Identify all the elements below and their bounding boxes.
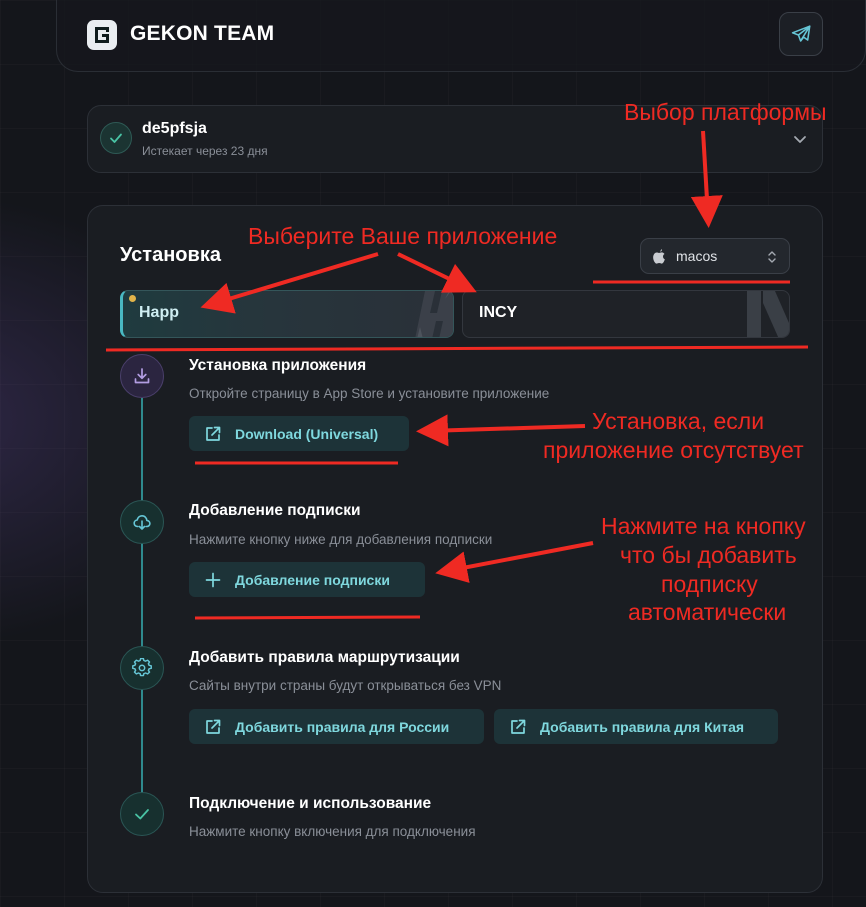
step-1-desc: Откройте страницу в App Store и установи… xyxy=(189,386,550,401)
step-1-icon xyxy=(120,354,164,398)
app-tab-happ[interactable]: Happ xyxy=(120,290,454,338)
add-subscription-button[interactable]: Добавление подписки xyxy=(189,562,425,597)
annotation-install-line2: приложение отсутствует xyxy=(543,437,804,463)
incy-logo-icon xyxy=(747,291,789,337)
check-icon xyxy=(135,809,149,820)
app-tab-label: Happ xyxy=(139,304,179,321)
add-rules-china-button[interactable]: Добавить правила для Китая xyxy=(494,709,778,744)
annotation-choose-app: Выберите Ваше приложение xyxy=(248,223,558,249)
apple-icon xyxy=(653,249,665,264)
annotation-sub-line2: что бы добавить xyxy=(620,542,797,568)
annotation-install-line1: Установка, если xyxy=(592,408,765,434)
subscription-card[interactable] xyxy=(87,105,823,173)
brand-logo xyxy=(87,20,117,50)
chevron-down-icon[interactable] xyxy=(792,131,808,147)
steps-timeline xyxy=(141,398,143,796)
platform-value: macos xyxy=(676,248,718,264)
add-rules-russia-button[interactable]: Добавить правила для России xyxy=(189,709,484,744)
download-icon xyxy=(134,368,150,384)
external-link-icon xyxy=(206,426,221,441)
subscription-status xyxy=(100,122,132,154)
step-1-title: Установка приложения xyxy=(189,357,367,374)
chevron-updown-icon xyxy=(768,251,776,263)
gear-icon xyxy=(132,658,152,677)
step-4-desc: Нажмите кнопку включения для подключения xyxy=(189,824,476,839)
cloud-download-icon xyxy=(133,515,151,530)
annotation-sub-line4: автоматически xyxy=(628,599,787,625)
telegram-button[interactable] xyxy=(779,12,823,56)
annotation-sub-line1: Нажмите на кнопку xyxy=(601,513,806,539)
annotation-platform: Выбор платформы xyxy=(624,99,827,125)
step-3-desc: Сайты внутри страны будут открываться бе… xyxy=(189,678,502,693)
button-label: Добавление подписки xyxy=(235,571,390,588)
brand-name: GEKON TEAM xyxy=(130,22,275,45)
subscription-name: de5pfsja xyxy=(142,120,207,137)
install-title: Установка xyxy=(120,244,221,266)
step-4-title: Подключение и использование xyxy=(189,795,432,812)
annotation-sub-line3: подписку xyxy=(661,571,758,597)
button-label: Download (Universal) xyxy=(235,425,379,442)
external-link-icon xyxy=(206,719,221,734)
plus-icon xyxy=(205,572,221,587)
external-link-icon xyxy=(511,719,526,734)
app-tab-incy[interactable]: INCY xyxy=(462,290,790,338)
step-3-icon xyxy=(120,646,164,690)
selected-dot xyxy=(129,295,136,302)
platform-select[interactable]: macos xyxy=(640,238,790,274)
step-3-title: Добавить правила маршрутизации xyxy=(189,649,460,666)
header-bar xyxy=(56,0,866,72)
step-2-icon xyxy=(120,500,164,544)
app-tab-label: INCY xyxy=(479,304,518,321)
subscription-expiry: Истекает через 23 дня xyxy=(142,144,268,158)
step-4-icon xyxy=(120,792,164,836)
paper-plane-icon xyxy=(791,25,811,42)
g-logo-icon xyxy=(95,27,109,43)
step-2-desc: Нажмите кнопку ниже для добавления подпи… xyxy=(189,532,493,547)
button-label: Добавить правила для Китая xyxy=(540,718,745,735)
step-2-title: Добавление подписки xyxy=(189,502,361,519)
download-universal-button[interactable]: Download (Universal) xyxy=(189,416,409,451)
check-icon xyxy=(110,133,122,143)
button-label: Добавить правила для России xyxy=(235,718,450,735)
happ-logo-icon xyxy=(415,291,453,337)
